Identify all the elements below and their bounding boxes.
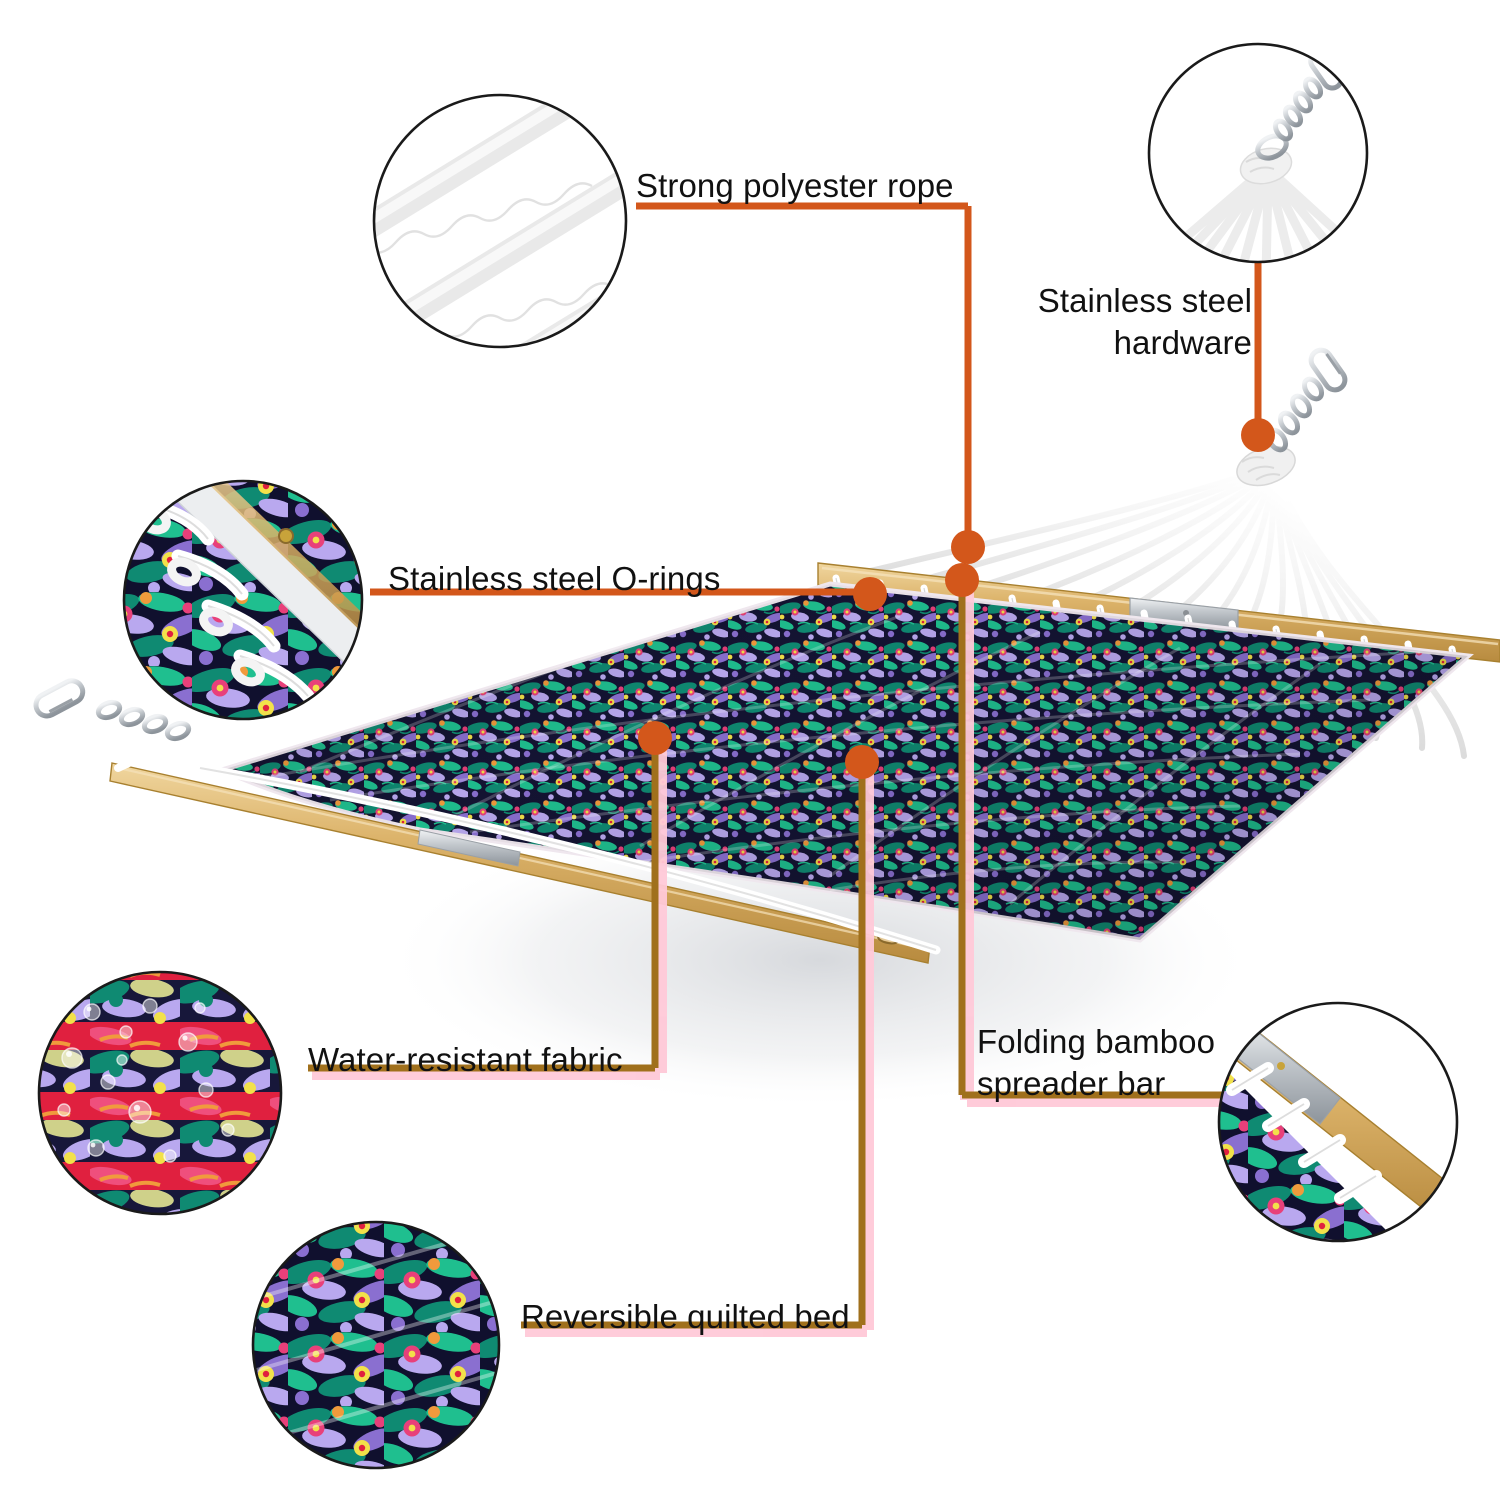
chain-and-carabiner-left — [33, 678, 200, 772]
dot-strong-polyester-rope — [951, 530, 985, 564]
label-stainless-steel-hardware-line2: hardware — [1113, 324, 1252, 361]
label-folding-bamboo-spreader-bar-line2: spreader bar — [977, 1065, 1166, 1102]
callout-circle-reversible-quilted-bed — [251, 1220, 501, 1470]
callout-circle-water-resistant-fabric — [37, 970, 283, 1216]
callout-circle-strong-polyester-rope — [372, 93, 628, 349]
label-strong-polyester-rope: Strong polyester rope — [636, 167, 954, 204]
callout-circle-stainless-steel-o-rings — [122, 479, 364, 721]
label-water-resistant-fabric: Water-resistant fabric — [308, 1041, 623, 1078]
chain-and-carabiner-right — [1265, 347, 1348, 453]
dot-stainless-steel-hardware — [1241, 418, 1275, 452]
dot-stainless-steel-o-rings — [853, 577, 887, 611]
rope-knot-right — [1236, 445, 1296, 487]
dot-folding-bamboo-spreader-bar — [945, 563, 979, 597]
callout-circle-stainless-steel-hardware — [1147, 42, 1369, 264]
label-stainless-steel-hardware-line1: Stainless steel — [1037, 282, 1252, 319]
label-reversible-quilted-bed: Reversible quilted bed — [521, 1298, 850, 1335]
label-stainless-steel-o-rings: Stainless steel O-rings — [388, 560, 721, 597]
dot-water-resistant-fabric — [638, 721, 672, 755]
callout-connectors — [308, 202, 1275, 1337]
connector-dots — [638, 418, 1275, 779]
callout-circle-folding-bamboo-spreader-bar — [1217, 1001, 1459, 1243]
near-spreader-bar — [109, 762, 941, 964]
label-folding-bamboo-spreader-bar-line1: Folding bamboo — [977, 1023, 1216, 1060]
dot-reversible-quilted-bed — [845, 745, 879, 779]
